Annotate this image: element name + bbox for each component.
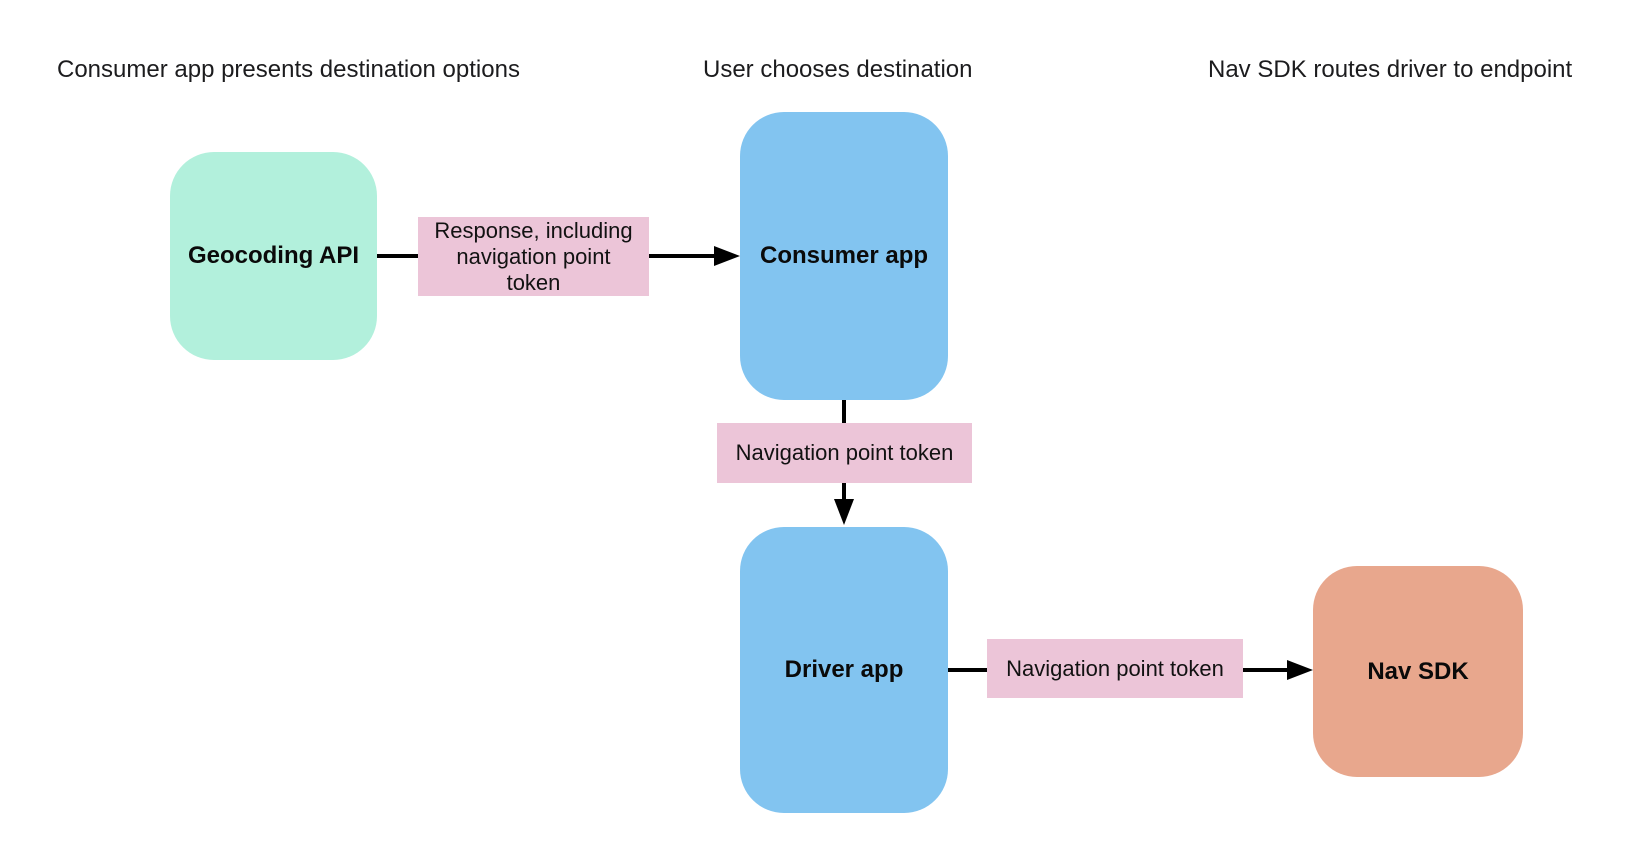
phase-header-nav-sdk-routes: Nav SDK routes driver to endpoint [1208,56,1573,83]
phase-header-consumer-app-presents: Consumer app presents destination option… [57,56,520,83]
node-geocoding-api-label: Geocoding API [187,242,360,269]
phase-header-user-chooses: User chooses destination [703,56,973,83]
node-driver-app: Driver app [740,527,948,813]
edge-label-response-including-token: Response, including navigation point tok… [418,217,649,296]
node-geocoding-api: Geocoding API [170,152,377,360]
node-consumer-app: Consumer app [740,112,948,400]
node-nav-sdk: Nav SDK [1313,566,1523,777]
edge-label-navigation-point-token-vertical: Navigation point token [717,423,972,483]
node-driver-app-label: Driver app [784,656,904,683]
node-nav-sdk-label: Nav SDK [1367,657,1469,685]
node-consumer-app-label: Consumer app [759,242,929,269]
edge-label-navigation-point-token-horizontal: Navigation point token [987,639,1243,698]
